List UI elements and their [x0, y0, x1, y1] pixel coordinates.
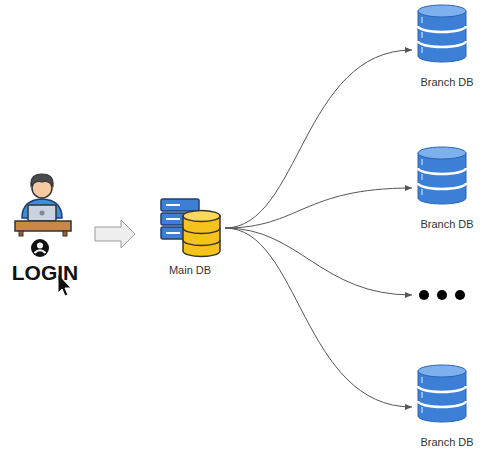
- database-cylinder: [418, 5, 466, 62]
- branch-db-node: Branch DB: [412, 0, 482, 90]
- main-db-node: Main DB: [155, 195, 225, 277]
- branch-db-node: Branch DB: [412, 360, 482, 450]
- database-cylinder-main: [183, 211, 220, 257]
- database-cylinder: [418, 365, 466, 422]
- curved-connector: [225, 228, 412, 407]
- database-cylinder: [418, 147, 466, 204]
- ellipsis-dots: [419, 290, 465, 300]
- user-illustration: [15, 174, 71, 236]
- node-label: Branch DB: [412, 75, 482, 89]
- branch-db-node: Branch DB: [412, 142, 482, 232]
- curved-connector: [225, 50, 412, 228]
- curved-connector: [225, 188, 412, 228]
- leader-line: [225, 228, 412, 295]
- node-label: Main DB: [155, 263, 225, 277]
- block-arrow: [95, 220, 135, 248]
- node-label: LOGIN: [5, 261, 85, 285]
- node-label: Branch DB: [412, 435, 482, 449]
- login-person-icon: [31, 239, 49, 257]
- node-label: Branch DB: [412, 217, 482, 231]
- user-node: LOGIN: [5, 165, 85, 290]
